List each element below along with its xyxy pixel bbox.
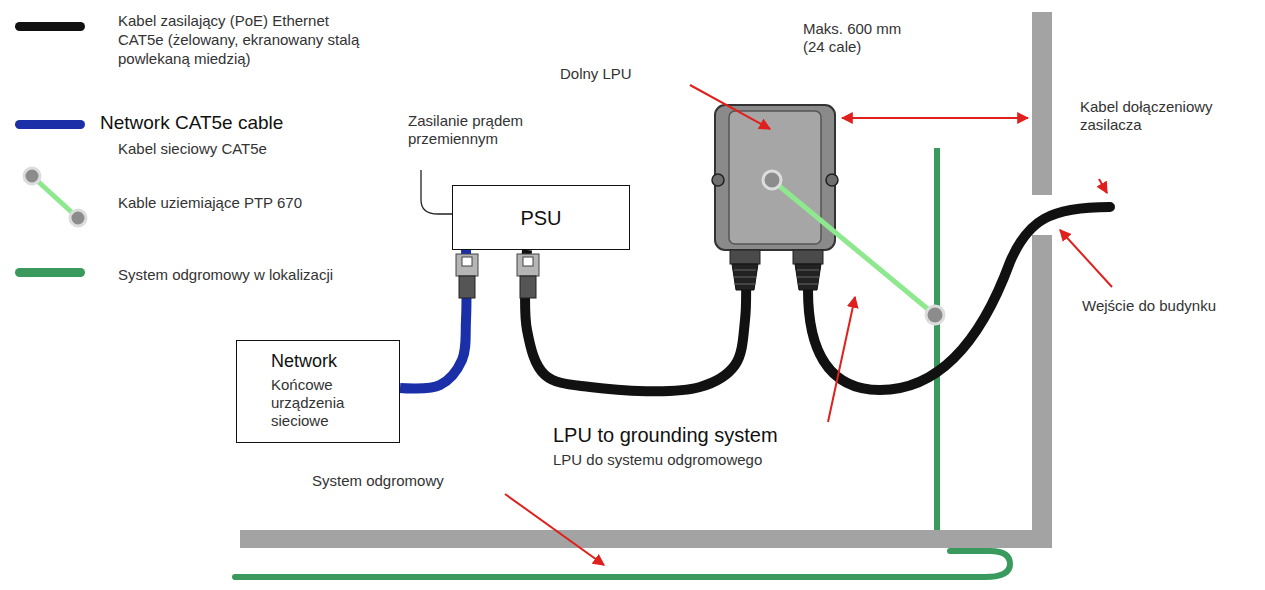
cable-label: Kabel dołączeniowy zasilacza — [1080, 98, 1240, 134]
legend-text: Kabel sieciowy CAT5e — [118, 140, 358, 159]
building-floor — [240, 530, 1052, 548]
entry-label: Wejście do budynku — [1082, 297, 1216, 315]
gland-ridge — [797, 284, 819, 285]
leader-arrow — [1099, 179, 1107, 193]
legend-text: System odgromowy w lokalizacji — [118, 266, 378, 285]
leader-arrow — [505, 494, 604, 565]
rj45-plugs — [453, 186, 463, 196]
cable-gland — [795, 264, 821, 290]
legend-sample — [10, 160, 100, 230]
lpu-screw — [712, 174, 724, 186]
legend-swatch — [15, 268, 85, 277]
rj45-boot — [520, 276, 536, 298]
box-label: PSU — [520, 206, 561, 230]
grounding-cable — [772, 180, 935, 315]
site-grounding-line — [235, 551, 1010, 577]
leader-arrow — [690, 85, 770, 129]
box-title: Network — [271, 351, 387, 373]
grounding-lug — [926, 306, 944, 324]
legend-swatch — [15, 22, 85, 31]
cable-gland — [793, 250, 823, 264]
rj45-plug — [456, 254, 478, 276]
network-device-box: NetworkKońcowe urządzenia sieciowe — [236, 340, 400, 443]
cable-gland — [732, 264, 758, 290]
legend-text: Kabel zasilający (PoE) Ethernet CAT5e (ż… — [118, 12, 376, 68]
part-label: Dolny LPU — [560, 65, 632, 83]
ground-link-label: LPU to grounding system — [553, 423, 778, 447]
system-label: System odgromowy — [312, 472, 444, 490]
building-wall — [1032, 12, 1052, 195]
grounding-lug-sample — [24, 168, 40, 184]
poe-cable — [525, 250, 746, 391]
rj45-latch — [462, 257, 472, 266]
leader-arrow — [1060, 230, 1112, 287]
grounding-lug — [763, 171, 781, 189]
leader-arrow — [828, 297, 855, 422]
gland-ridge — [734, 277, 756, 278]
cable-gland — [730, 250, 760, 264]
box-body: Końcowe urządzenia sieciowe — [271, 376, 387, 430]
rj45-boot — [459, 276, 475, 298]
rj45-plug — [517, 254, 539, 276]
legend-overlay-label: Network CAT5e cable — [100, 112, 283, 135]
dimension-label: Maks. 600 mm (24 cale) — [803, 20, 913, 56]
dimension-arrow — [842, 117, 1028, 119]
gland-ridge — [734, 284, 756, 285]
legend-swatch — [15, 120, 85, 129]
lpu-screw — [826, 174, 838, 186]
building-wall — [1032, 235, 1052, 548]
gland-ridge — [797, 277, 819, 278]
lpu-panel — [729, 111, 821, 244]
power-label: Zasilanie prądem przemiennym — [408, 112, 558, 148]
gland-ridge — [734, 270, 756, 271]
site-grounding-line — [934, 148, 940, 530]
lpu-body — [715, 105, 835, 250]
gland-ridge — [797, 270, 819, 271]
lpu-housing: Dolny LPU — [715, 105, 835, 250]
rj45-latch — [523, 257, 533, 266]
ground-link-label: LPU do systemu odgromowego — [553, 451, 762, 469]
ac-power-wire — [421, 170, 452, 214]
lpu-drawing — [715, 105, 835, 250]
psu-box: PSU — [452, 185, 630, 250]
grounding-lug-sample — [70, 210, 86, 226]
legend-text: Kable uziemiające PTP 670 — [118, 194, 358, 213]
